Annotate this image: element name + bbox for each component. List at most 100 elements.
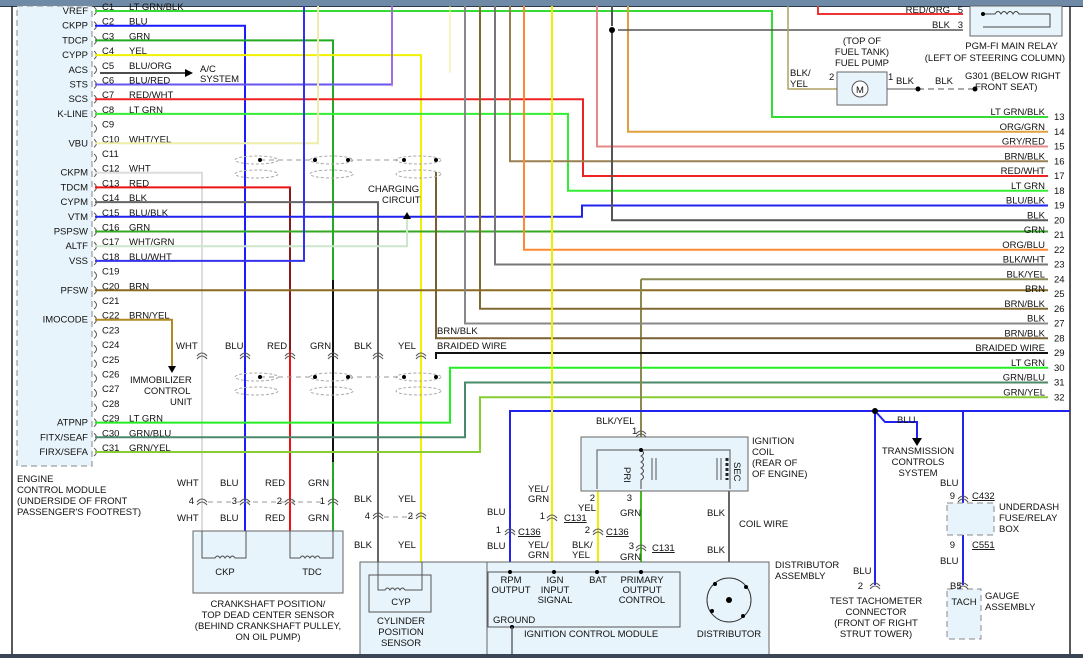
right-connector-pin-number: 19 <box>1054 201 1065 212</box>
immobilizer-label2: CONTROL <box>144 386 190 397</box>
wire-c18 <box>95 6 305 262</box>
right-connector-pin-number: 30 <box>1054 363 1065 374</box>
immobilizer-arrow-icon <box>168 366 176 373</box>
connector-cavity-icon <box>635 544 647 552</box>
g301-label1: G301 (BELOW RIGHT <box>965 71 1061 82</box>
right-connector-pin-number: 31 <box>1054 378 1065 389</box>
ecm-pin-number: C11 <box>102 149 119 160</box>
ecm-pin-number: C15 <box>102 208 119 219</box>
right-connector-pin-number: 21 <box>1054 230 1065 241</box>
connector-cavity-icon <box>196 352 208 360</box>
fuel-pump-motor-icon <box>851 80 869 98</box>
icm-box <box>487 571 681 628</box>
c136-1-name: C136 <box>518 527 541 538</box>
connector-cavity-icon <box>372 352 384 360</box>
icm-pin-label: IGN <box>547 575 564 586</box>
ecm-signal-label: VBU <box>68 138 88 149</box>
connector-cavity-icon <box>957 582 969 590</box>
right-connector-wire-color: RED/WHT <box>1001 166 1046 177</box>
icm-label: IGNITION CONTROL MODULE <box>524 629 658 640</box>
cyp-coil-icon <box>377 562 423 591</box>
ckp-pin-number: 4 <box>189 496 194 507</box>
ecm-pin-wire-color: GRN/YEL <box>129 443 171 454</box>
right-connector-wire-color: GRY/RED <box>1002 137 1045 148</box>
shield-icon <box>309 169 354 179</box>
splice-dot <box>313 375 317 379</box>
immobilizer-label3: UNIT <box>170 397 192 408</box>
relay-pin3-wire: BLK <box>932 20 951 31</box>
right-connector-wire-color: BLK/WHT <box>1003 255 1045 266</box>
ignition-coil-label-line: (REAR OF <box>752 458 798 469</box>
main-relay-label1: PGM-FI MAIN RELAY <box>965 41 1058 52</box>
wires-layer <box>95 6 1070 600</box>
coil-pin1: 1 <box>632 426 637 437</box>
wire-c12 <box>95 171 203 531</box>
tdc-coil-icon <box>289 531 334 559</box>
c131-1-name: C131 <box>564 513 587 524</box>
test-tach-label-line: CONNECTOR <box>845 607 906 618</box>
ac-arrow-icon <box>185 69 193 77</box>
ecm-pin-wire-color: LT GRN <box>129 105 163 116</box>
right-connector-wire-color: BLK <box>1027 314 1046 325</box>
c136-2-name: C136 <box>606 527 629 538</box>
ecm-pin-number: C1 <box>102 2 114 13</box>
ecm-pin-cavity-icon <box>93 344 97 354</box>
braided-wire-label: BRAIDED WIRE <box>437 341 507 352</box>
right-connector-pin-number: 32 <box>1054 392 1065 403</box>
splice-dot <box>346 158 350 162</box>
ecm-signal-label: VTM <box>68 212 88 223</box>
connector-cavity-icon <box>327 498 339 506</box>
splice-dot <box>258 158 262 162</box>
right-connector-wire-color: BRN/BLK <box>1004 151 1045 162</box>
c131-1-pin: 1 <box>540 511 545 522</box>
transmission-arrow-icon <box>912 438 922 446</box>
sec-label: SEC <box>731 462 742 482</box>
fuel-pump-pin2-wire1: BLK/ <box>790 68 811 79</box>
icm-pin-node <box>508 570 512 574</box>
wire-23 <box>494 6 1048 266</box>
tdc-label: TDC <box>302 567 322 578</box>
transmission-label-line: SYSTEM <box>898 468 937 479</box>
ecm-signal-label: PSPSW <box>54 227 88 238</box>
coil-wire-label: COIL WIRE <box>739 519 788 530</box>
ckp-tdc-label-line: ON OIL PUMP) <box>235 632 300 643</box>
ckp-pin-number: 3 <box>232 496 237 507</box>
wire-red-org <box>817 6 963 15</box>
test-tach-wire: BLU <box>853 566 872 577</box>
fuel-pump-motor-label: M <box>856 85 864 96</box>
ecm-signal-label: SCS <box>68 94 88 105</box>
ecm-signal-label: K-LINE <box>57 109 88 120</box>
shield-icon <box>309 386 354 396</box>
ecm-pin-wire-color: GRN <box>129 223 150 234</box>
ignition-coil-label-line: OF ENGINE) <box>752 469 807 480</box>
icm-pin-label: PRIMARY <box>620 575 664 586</box>
sensor-wire-label: RED <box>267 341 287 352</box>
ecm-pin-wire-color: YEL <box>129 46 147 57</box>
relay-node <box>981 12 985 16</box>
gauge-pin: B5 <box>950 581 962 592</box>
cyp-sensor-box <box>368 574 432 613</box>
ckp-tdc-label-line: CRANKSHAFT POSITION/ <box>211 599 326 610</box>
connector-cavity-icon <box>196 498 208 506</box>
fuel-pump-pin2-wire2: YEL <box>790 79 808 90</box>
ecm-pin-wire-color: BLK <box>129 193 148 204</box>
sensor-wire-label: YEL <box>398 341 416 352</box>
coil-wire-top: BLK <box>707 508 726 519</box>
wire-c31 <box>95 396 1048 453</box>
right-connector-wire-color: GRN/BLU <box>1003 373 1045 384</box>
fuel-pump-label3: FUEL PUMP <box>835 58 889 69</box>
cyp-wire-label-lower: BLK <box>354 540 373 551</box>
c131-1-wire-bottom2: GRN <box>528 550 549 561</box>
ignition-coil-box <box>580 436 749 492</box>
ckp-wire-label-upper: BLU <box>220 478 239 489</box>
ecm-signal-label: VSS <box>69 256 88 267</box>
test-tach-label-line: STRUT TOWER) <box>840 629 912 640</box>
ckp-label: CKP <box>215 567 235 578</box>
icm-pin-label: RPM <box>500 575 521 586</box>
right-connector-pin-number: 25 <box>1054 289 1065 300</box>
ecm-signal-label: CYPP <box>62 50 88 61</box>
